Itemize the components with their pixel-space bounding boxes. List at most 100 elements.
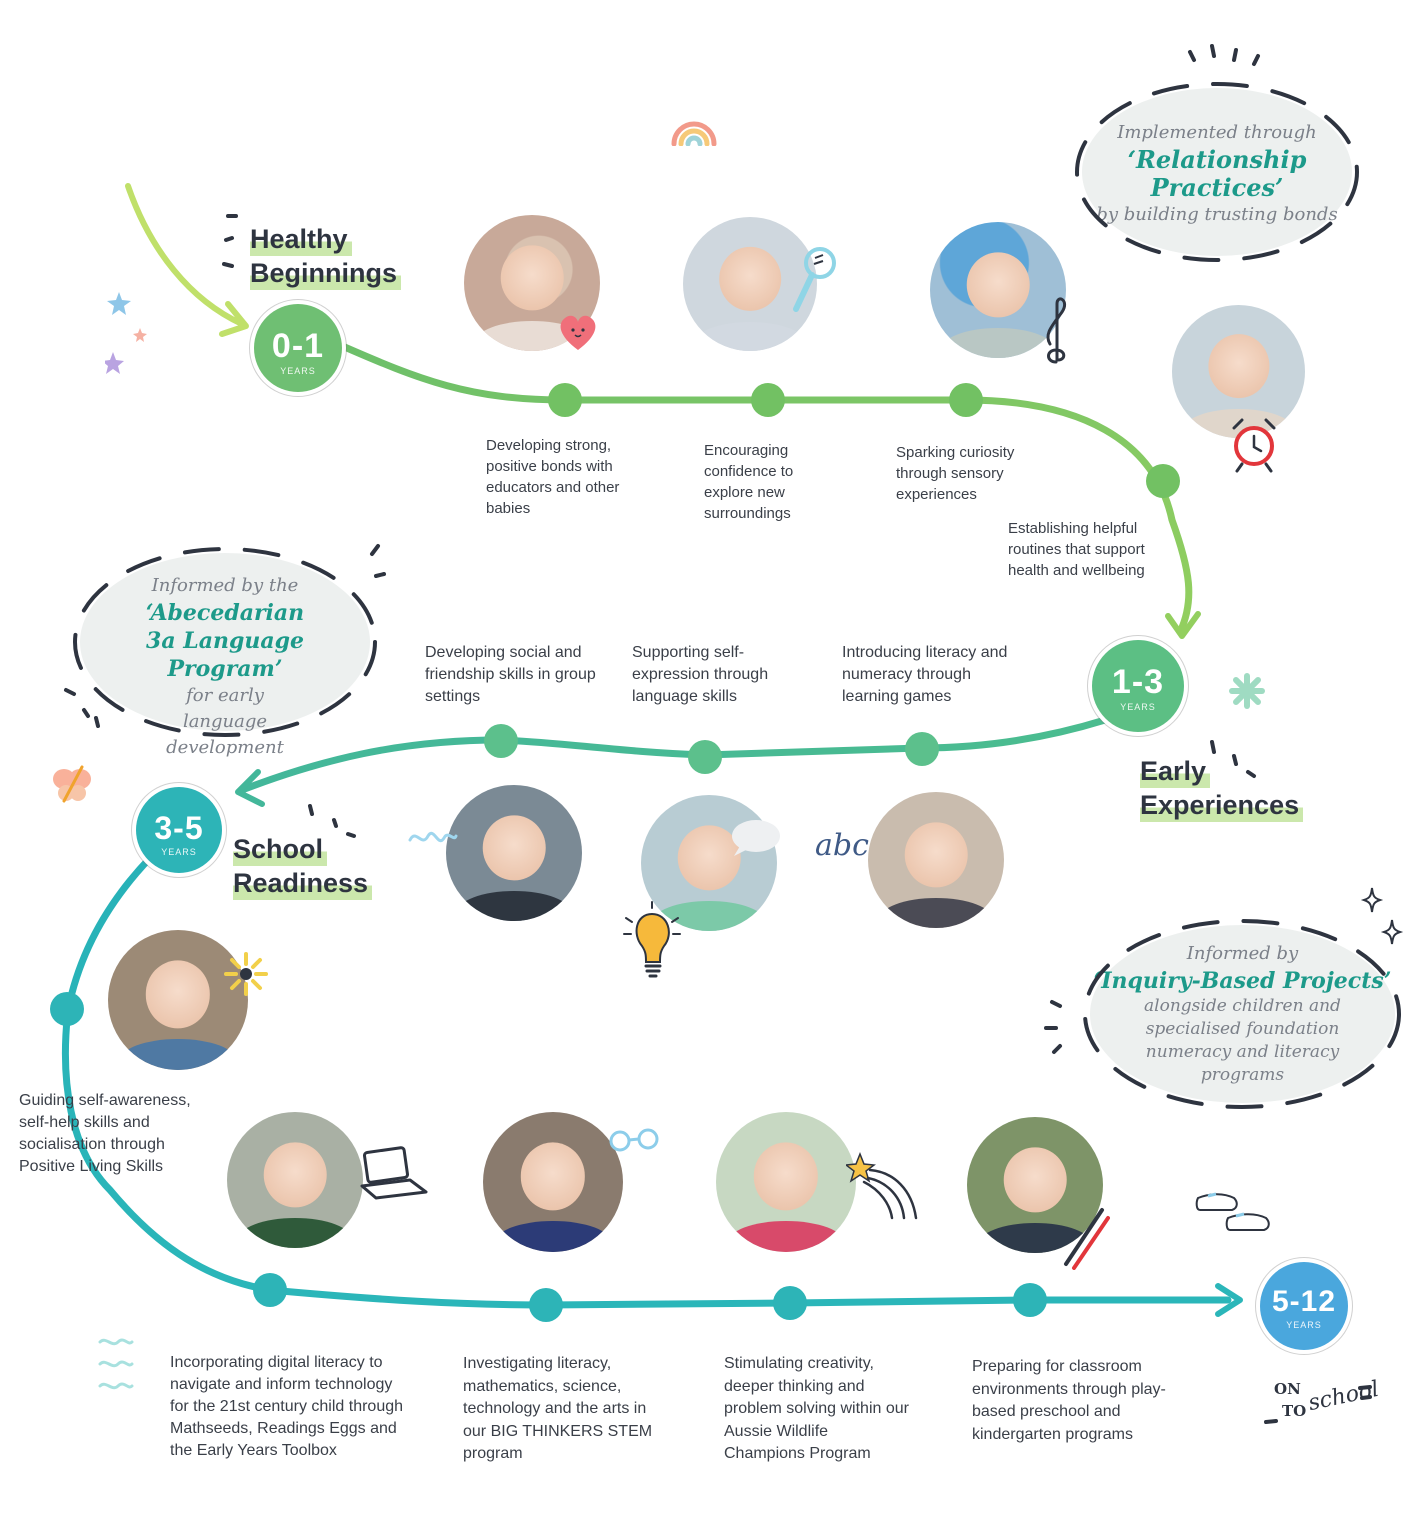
callout-highlight: ‘Relationship Practices’ bbox=[1127, 145, 1307, 202]
milestone-node bbox=[905, 732, 939, 766]
callout-post: by building trusting bonds bbox=[1096, 204, 1338, 225]
milestone-social: Developing social and friendship skills … bbox=[425, 644, 596, 705]
rainbow-icon bbox=[671, 121, 717, 146]
sunflower-icon bbox=[224, 952, 268, 996]
wave-lines-icon bbox=[98, 1338, 134, 1390]
photo-figure bbox=[1207, 334, 1270, 399]
flower-icon bbox=[1229, 673, 1265, 709]
callout-pre: Implemented through bbox=[1117, 122, 1317, 143]
milestone-literacy-games: Introducing literacy and numeracy throug… bbox=[842, 644, 1008, 705]
squiggle-icon bbox=[408, 832, 458, 842]
pencils-icon bbox=[1064, 1208, 1110, 1270]
photo-figure bbox=[119, 1039, 237, 1070]
callout-inquiry-based: Informed by ‘Inquiry-Based Projects’ alo… bbox=[1083, 919, 1401, 1109]
milestone-node bbox=[751, 383, 785, 417]
callout-relationship-practices: Implemented through ‘Relationship Practi… bbox=[1075, 82, 1359, 262]
photo-class-hands-up bbox=[967, 1117, 1103, 1253]
stage-unit: YEARS bbox=[1120, 702, 1156, 712]
photo-baby-sensory bbox=[930, 222, 1066, 358]
alarm-clock-icon bbox=[1232, 418, 1276, 473]
heading-line: Readiness bbox=[233, 866, 373, 900]
callout-abecedarian: Informed by the ‘Abecedarian 3a Language… bbox=[73, 547, 377, 758]
stage-3-5: 3-5 YEARS bbox=[136, 787, 222, 873]
bubble-dashed-outline bbox=[73, 547, 377, 737]
bubble-dashed-outline bbox=[1083, 919, 1401, 1109]
path-segment-1 bbox=[336, 341, 1193, 636]
milestone-curiosity: Sparking curiosity through sensory exper… bbox=[896, 444, 1015, 503]
photo-figure bbox=[145, 960, 211, 1028]
milestone-node bbox=[1146, 464, 1180, 498]
callout-pre: Informed by the bbox=[151, 575, 299, 596]
abc-doodle: abc bbox=[815, 828, 869, 863]
callout-highlight: ‘Inquiry-Based Projects’ bbox=[1093, 968, 1392, 994]
photo-kids-laptop bbox=[227, 1112, 363, 1248]
milestone-node bbox=[773, 1286, 807, 1320]
stage-1-3: 1-3 YEARS bbox=[1092, 640, 1184, 732]
photo-figure bbox=[878, 898, 994, 928]
milestone-creativity: Stimulating creativity, deeper thinking … bbox=[724, 1355, 909, 1462]
photo-figure bbox=[520, 1142, 586, 1210]
stage-unit: YEARS bbox=[161, 847, 197, 857]
heading-line: Experiences bbox=[1140, 788, 1304, 822]
stage-unit: YEARS bbox=[280, 366, 316, 376]
to-text: TO bbox=[1282, 1402, 1307, 1420]
stage-0-1: 0-1 YEARS bbox=[254, 304, 342, 392]
stage-label: 0-1 bbox=[271, 327, 325, 365]
callout-highlight: ‘Abecedarian 3a Language Program’ bbox=[145, 600, 305, 682]
photo-kids-garden bbox=[108, 930, 248, 1070]
path-segment-3 bbox=[61, 854, 1232, 1309]
photo-figure bbox=[753, 1142, 819, 1210]
photo-toddlers-hats bbox=[1172, 305, 1305, 438]
photo-figure bbox=[263, 1141, 327, 1208]
photo-figure bbox=[904, 821, 968, 888]
stage-label: 3-5 bbox=[154, 810, 204, 846]
milestone-expression: Supporting self-expression through langu… bbox=[632, 644, 769, 705]
sparkle-icon bbox=[1360, 887, 1404, 945]
milestone-self-awareness: Guiding self-awareness, self-help skills… bbox=[19, 1092, 191, 1175]
photo-figure bbox=[456, 891, 572, 921]
lightbulb-icon bbox=[623, 901, 681, 978]
photo-stem-activity bbox=[483, 1112, 623, 1252]
milestone-node bbox=[484, 724, 518, 758]
photo-boy-phone bbox=[641, 795, 777, 931]
photo-figure bbox=[977, 1223, 1093, 1253]
milestone-node bbox=[529, 1288, 563, 1322]
milestone-classroom: Preparing for classroom environments thr… bbox=[972, 1358, 1166, 1443]
photo-figure bbox=[940, 328, 1056, 358]
photo-figure bbox=[727, 1221, 845, 1252]
callout-post: alongside children and specialised found… bbox=[1144, 996, 1341, 1085]
heading-school-readiness: School Readiness bbox=[233, 832, 373, 900]
shoes-icon bbox=[1195, 1192, 1270, 1231]
stage-label: 1-3 bbox=[1111, 663, 1165, 701]
speech-bubble-icon bbox=[732, 820, 780, 856]
photo-girl-chicken bbox=[716, 1112, 856, 1252]
milestone-stem: Investigating literacy, mathematics, sci… bbox=[463, 1355, 653, 1462]
photo-figure bbox=[966, 251, 1030, 318]
path-segment-2 bbox=[238, 716, 1109, 794]
milestone-routines: Establishing helpful routines that suppo… bbox=[1008, 520, 1145, 579]
milestone-confidence: Encouraging confidence to explore new su… bbox=[704, 442, 794, 522]
entry-arrow bbox=[125, 183, 245, 327]
bubble-dashed-outline bbox=[1075, 82, 1359, 262]
heading-line: Beginnings bbox=[250, 256, 401, 290]
milestone-bonds: Developing strong, positive bonds with e… bbox=[486, 437, 620, 517]
milestone-node bbox=[949, 383, 983, 417]
photo-educator-reading bbox=[868, 792, 1004, 928]
laptop-icon bbox=[360, 1146, 428, 1200]
milestone-node bbox=[50, 992, 84, 1026]
butterfly-icon bbox=[53, 765, 91, 803]
photo-smiling-baby bbox=[683, 217, 817, 351]
on-text: ON bbox=[1274, 1380, 1301, 1398]
photo-figure bbox=[719, 246, 781, 311]
rattle-icon bbox=[793, 247, 836, 312]
photo-figure bbox=[482, 814, 546, 881]
photo-figure bbox=[651, 901, 767, 931]
star-icon bbox=[105, 292, 147, 374]
shooting-star-icon bbox=[846, 1152, 918, 1220]
stage-5-12: 5-12 YEARS bbox=[1260, 1262, 1348, 1350]
milestone-node bbox=[548, 383, 582, 417]
on-to-school-note: ON TO school bbox=[1262, 1377, 1382, 1438]
photo-figure bbox=[677, 824, 741, 891]
